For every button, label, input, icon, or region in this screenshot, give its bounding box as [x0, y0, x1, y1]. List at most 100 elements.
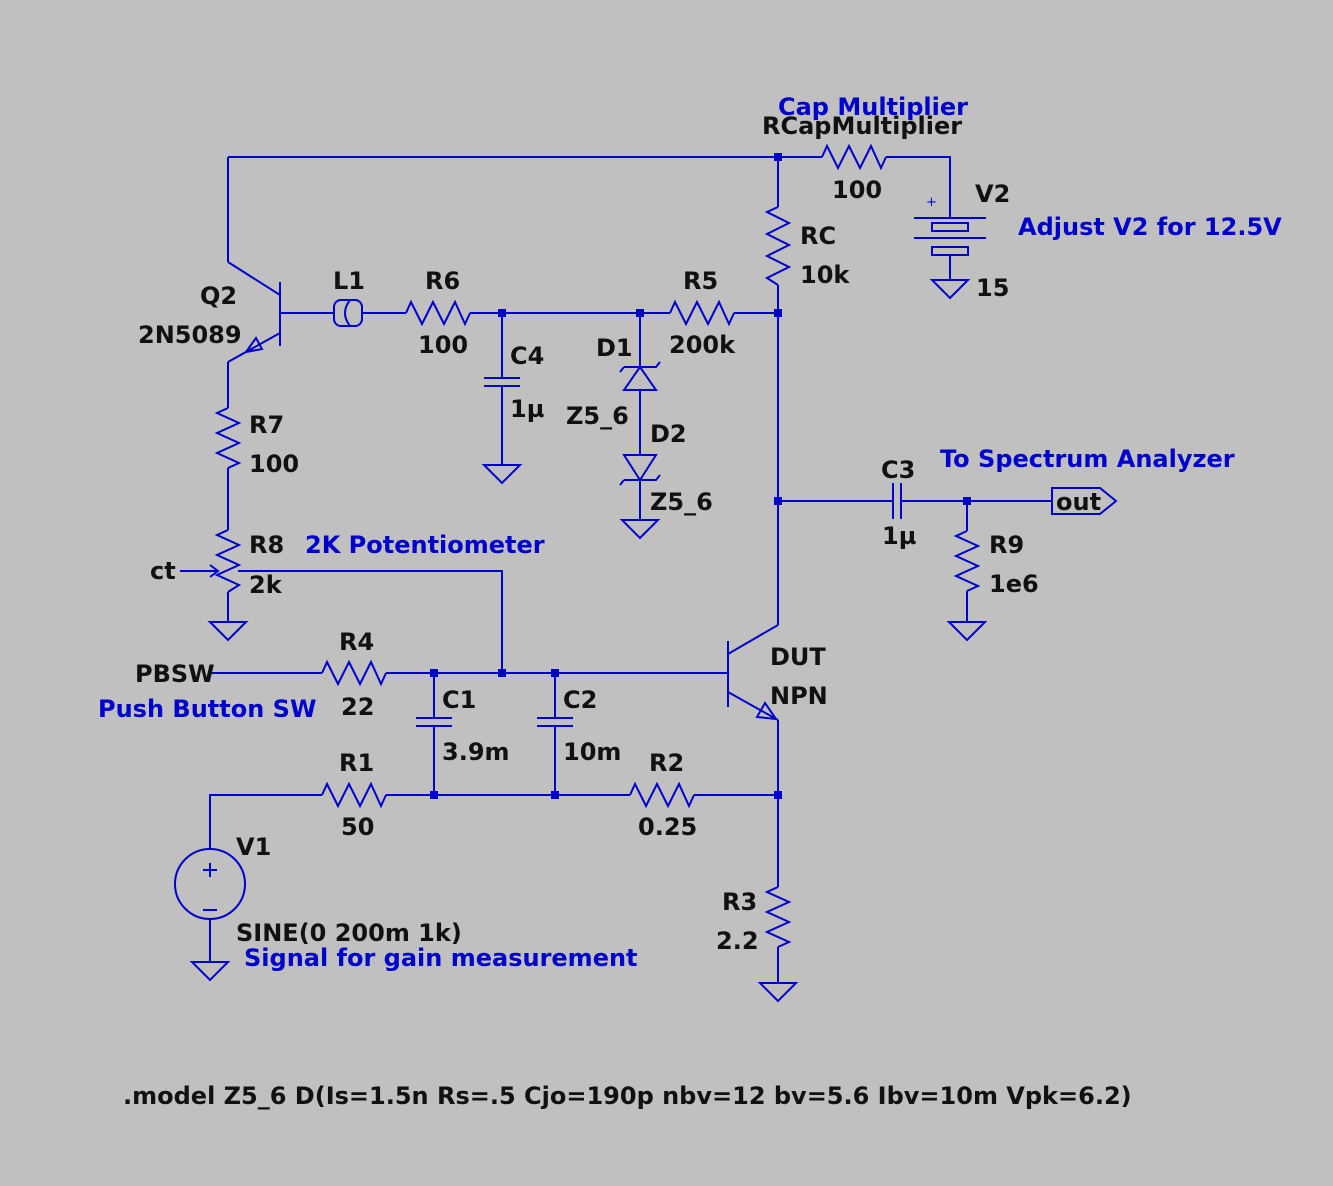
- r2-ref: R2: [649, 749, 684, 777]
- cap-multiplier-comment: Cap Multiplier: [778, 93, 968, 121]
- signal-comment: Signal for gain measurement: [244, 944, 638, 972]
- ground-icon: [757, 982, 799, 1003]
- c2-capacitor: [537, 715, 573, 728]
- junction-dot: [430, 791, 438, 799]
- junction-dot: [636, 309, 644, 317]
- r5-resistor: [669, 299, 735, 327]
- c4-ref: C4: [510, 342, 544, 370]
- r8-wiper-arrow: [198, 564, 220, 578]
- c3-value: 1µ: [882, 522, 916, 550]
- r7-value: 100: [249, 450, 299, 478]
- r2-value: 0.25: [638, 813, 697, 841]
- ground-icon: [207, 621, 249, 642]
- junction-dot: [498, 309, 506, 317]
- dut-value: NPN: [770, 682, 828, 710]
- rcapmultiplier-resistor: [821, 143, 887, 171]
- c1-capacitor: [416, 715, 452, 728]
- d1-value: Z5_6: [566, 402, 629, 430]
- ground-icon: [619, 519, 661, 540]
- ground-icon: [929, 279, 971, 300]
- r9-ref: R9: [989, 531, 1024, 559]
- r9-resistor: [953, 530, 981, 592]
- r3-value: 2.2: [716, 927, 759, 955]
- v2-battery: +: [914, 195, 986, 280]
- junction-dot: [430, 669, 438, 677]
- r8-potentiometer: [214, 529, 242, 593]
- out-port-flag: [1051, 487, 1118, 515]
- rcapmultiplier-value: 100: [832, 176, 882, 204]
- junction-dot: [498, 669, 506, 677]
- d1-ref: D1: [596, 334, 633, 362]
- r3-resistor: [764, 886, 792, 948]
- junction-dot: [551, 669, 559, 677]
- c2-value: 10m: [563, 738, 621, 766]
- push-button-comment: Push Button SW: [98, 695, 316, 723]
- r4-ref: R4: [339, 628, 374, 656]
- r3-ref: R3: [722, 888, 757, 916]
- ground-icon: [189, 961, 231, 982]
- r9-value: 1e6: [989, 570, 1039, 598]
- ground-icon: [946, 621, 988, 642]
- potentiometer-comment: 2K Potentiometer: [305, 531, 545, 559]
- r1-value: 50: [341, 813, 374, 841]
- ct-net-label: ct: [150, 557, 176, 585]
- r4-resistor: [321, 659, 387, 687]
- junction-dot: [774, 309, 782, 317]
- pbsw-net-label: PBSW: [135, 660, 215, 688]
- wires: [180, 156, 1052, 983]
- v2-plus-sign: +: [926, 195, 937, 210]
- rc-ref: RC: [800, 222, 836, 250]
- v2-value: 15: [976, 274, 1009, 302]
- d1-zener-diode: [619, 361, 661, 391]
- out-net-label: out: [1056, 488, 1101, 516]
- c3-ref: C3: [881, 456, 915, 484]
- junction-dot: [774, 153, 782, 161]
- c3-capacitor: [890, 483, 905, 519]
- r8-ref: R8: [249, 531, 284, 559]
- spectrum-comment: To Spectrum Analyzer: [940, 445, 1235, 473]
- r6-value: 100: [418, 331, 468, 359]
- r1-ref: R1: [339, 749, 374, 777]
- d2-value: Z5_6: [650, 488, 713, 516]
- r2-resistor: [629, 781, 695, 809]
- d2-ref: D2: [650, 420, 687, 448]
- c4-value: 1µ: [510, 395, 544, 423]
- q2-ref: Q2: [200, 282, 237, 310]
- r5-ref: R5: [683, 267, 718, 295]
- rc-value: 10k: [800, 261, 850, 289]
- r6-ref: R6: [425, 267, 460, 295]
- v1-ref: V1: [236, 833, 271, 861]
- r6-resistor: [405, 299, 471, 327]
- l1-ref: L1: [333, 267, 365, 295]
- rc-resistor: [764, 206, 792, 286]
- component-labels: Cap Multiplier RCapMultiplier 100 V2 Adj…: [98, 93, 1282, 1110]
- v1-voltage-source: [174, 848, 246, 920]
- junction-dot: [551, 791, 559, 799]
- junction-dot: [963, 497, 971, 505]
- v2-ref: V2: [975, 180, 1010, 208]
- d2-zener-diode: [619, 454, 661, 486]
- r8-value: 2k: [249, 571, 283, 599]
- c1-value: 3.9m: [442, 738, 510, 766]
- dut-ref: DUT: [770, 643, 826, 671]
- junction-dot: [774, 497, 782, 505]
- r4-value: 22: [341, 693, 374, 721]
- junctions: [430, 153, 971, 799]
- c2-ref: C2: [563, 686, 597, 714]
- r5-value: 200k: [669, 331, 736, 359]
- junction-dot: [774, 791, 782, 799]
- v1-value: SINE(0 200m 1k): [236, 919, 462, 947]
- dut-npn-transistor: [727, 624, 779, 721]
- l1-inductor: [333, 299, 363, 327]
- q2-value: 2N5089: [138, 321, 242, 349]
- adjust-v2-comment: Adjust V2 for 12.5V: [1018, 213, 1282, 241]
- r7-ref: R7: [249, 411, 284, 439]
- q2-npn-transistor: [227, 261, 281, 363]
- rcapmultiplier-ref: RCapMultiplier: [762, 112, 962, 140]
- r1-resistor: [321, 781, 387, 809]
- c1-ref: C1: [442, 686, 476, 714]
- ground-icon: [481, 464, 523, 485]
- r7-resistor: [214, 407, 242, 469]
- model-directive: .model Z5_6 D(Is=1.5n Rs=.5 Cjo=190p nbv…: [123, 1082, 1132, 1110]
